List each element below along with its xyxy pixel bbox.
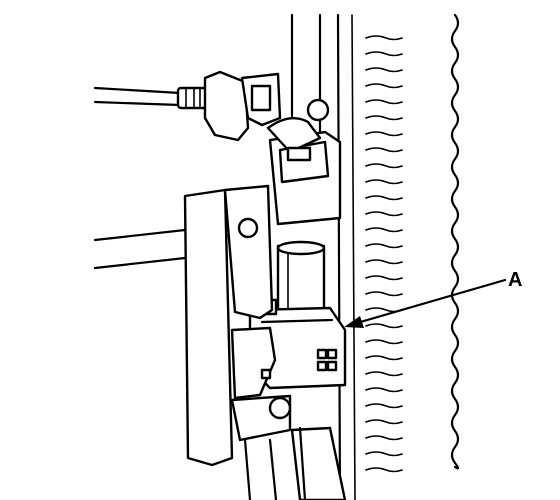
cable (93, 86, 210, 110)
panel-tooth (365, 195, 403, 201)
mounting-bracket (183, 184, 292, 467)
panel-tooth (365, 131, 403, 137)
panel-tooth (365, 371, 403, 377)
serrated-panel-edge (365, 13, 460, 473)
panel-tooth (365, 51, 403, 57)
panel-tooth (365, 323, 403, 329)
panel-tooth (365, 83, 403, 89)
panel-tooth (365, 35, 403, 41)
panel-tooth (365, 435, 403, 441)
panel-tooth (365, 387, 403, 393)
panel-tooth (365, 179, 403, 185)
panel-tooth (365, 275, 403, 281)
panel-tooth (365, 451, 403, 457)
callout-a: A (344, 269, 522, 328)
lower-connector (276, 240, 326, 312)
panel-tooth (365, 291, 403, 297)
panel-tooth (365, 403, 403, 409)
panel-tooth (365, 259, 403, 265)
panel-tooth (365, 163, 403, 169)
panel-tooth (365, 99, 403, 105)
cable-bracket (203, 70, 282, 142)
panel-tooth (365, 115, 403, 121)
panel-tooth (365, 339, 403, 345)
panel-tooth (365, 211, 403, 217)
upper-connector (266, 98, 342, 226)
panel-tooth (365, 147, 403, 153)
callout-label-a: A (508, 269, 522, 291)
lower-linkage (243, 426, 347, 500)
panel-tooth (365, 355, 403, 361)
panel-tooth (365, 227, 403, 233)
panel-tooth (365, 243, 403, 249)
panel-tooth (365, 419, 403, 425)
horizontal-rods (93, 228, 187, 270)
panel-tooth (365, 467, 403, 473)
panel-tooth (365, 67, 403, 73)
